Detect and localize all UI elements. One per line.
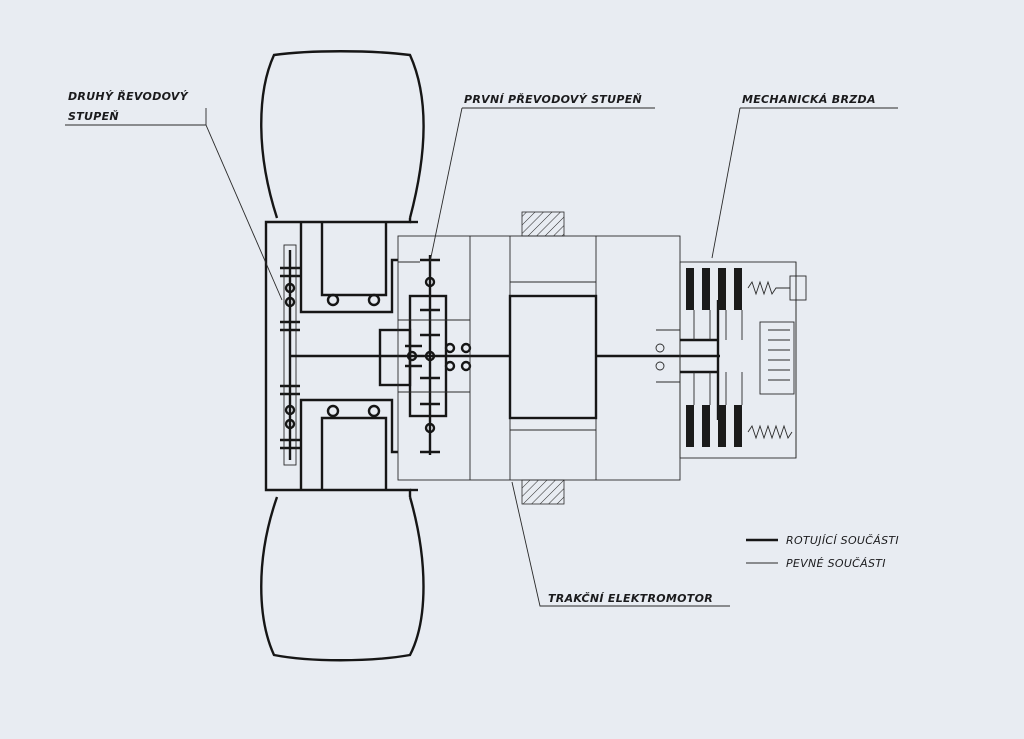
lower-mount bbox=[521, 479, 565, 505]
traction-motor-body bbox=[508, 294, 598, 420]
lower-tyre bbox=[260, 496, 425, 662]
label-second-stage-line1: DRUHÝ ŘEVODOVÝ bbox=[68, 89, 189, 103]
legend-fixed-label: PEVNÉ SOUČÁSTI bbox=[786, 557, 886, 570]
label-second-stage-line2: STUPEŇ bbox=[68, 109, 119, 123]
label-mech-brake: MECHANICKÁ BRZDA bbox=[742, 93, 876, 106]
first-stage-gears bbox=[378, 255, 472, 455]
fixed-frame bbox=[397, 235, 681, 481]
upper-mount bbox=[521, 211, 565, 237]
mechanical-brake bbox=[679, 261, 807, 459]
hub-housing bbox=[264, 218, 418, 497]
upper-tyre bbox=[260, 50, 425, 219]
legend: ROTUJÍCÍ SOUČÁSTI PEVNÉ SOUČÁSTI bbox=[746, 534, 899, 570]
output-bearings bbox=[655, 329, 680, 383]
legend-rotating-label: ROTUJÍCÍ SOUČÁSTI bbox=[786, 534, 899, 547]
label-first-stage: PRVNÍ PŘEVODOVÝ STUPEŇ bbox=[464, 92, 642, 106]
leader-lines bbox=[65, 107, 898, 607]
label-traction-motor: TRAKČNÍ ELEKTROMOTOR bbox=[548, 591, 713, 605]
